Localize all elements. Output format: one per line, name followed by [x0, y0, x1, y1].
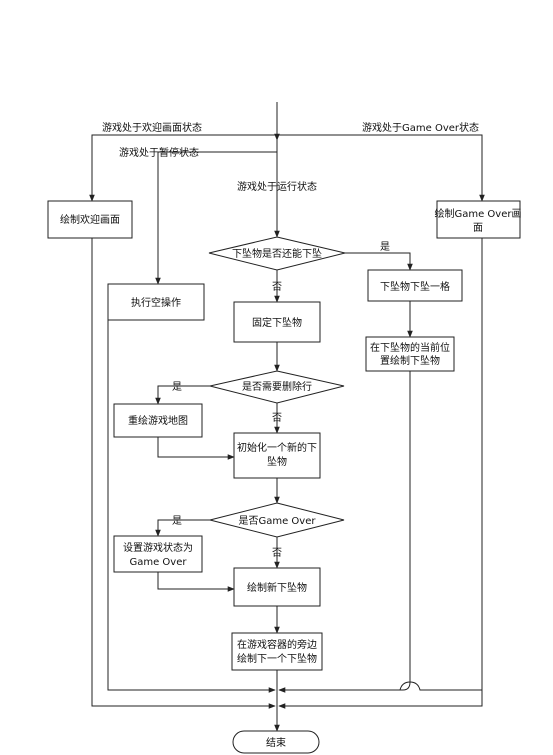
- draw-at-pos-text-1: 在下坠物的当前位: [370, 341, 450, 354]
- fix-faller-box: [233, 301, 321, 343]
- draw-next-box: [231, 632, 323, 671]
- gameover-branch: [277, 134, 485, 202]
- can-fall-decision: [208, 236, 346, 271]
- welcome-return: [91, 238, 276, 709]
- init-new-box: [233, 432, 321, 479]
- init-new-text-1: 初始化一个新的下: [237, 441, 317, 454]
- end-terminator: [232, 730, 320, 754]
- fall-one-text: 下坠物下坠一格: [380, 280, 450, 293]
- draw-gameover-text-2: 面: [473, 223, 483, 234]
- pause-branch: [155, 151, 277, 285]
- fix-faller-text: 固定下坠物: [252, 316, 302, 329]
- noop-return: [107, 301, 276, 693]
- end-text: 结束: [266, 736, 286, 749]
- label-delete-no: 否: [272, 412, 282, 424]
- draw-welcome-box: [47, 200, 133, 239]
- label-delete-yes: 是: [172, 381, 182, 393]
- welcome-branch: [89, 134, 277, 202]
- draw-welcome-text: 绘制欢迎画面: [60, 213, 120, 226]
- label-gameover-no: 否: [272, 547, 282, 559]
- noop-text: 执行空操作: [131, 296, 181, 309]
- need-delete-decision: [209, 370, 345, 404]
- label-can-fall-no: 否: [272, 281, 282, 293]
- label-can-fall-yes: 是: [380, 241, 390, 253]
- redraw-map-box: [113, 403, 203, 438]
- gameover-return-tail: [278, 690, 483, 709]
- setstate-to-drawnew: [157, 572, 235, 592]
- draw-gameover-text-1: 绘制Game Over画: [434, 207, 521, 220]
- redraw-to-init: [157, 437, 235, 460]
- label-state-pause: 游戏处于暂停状态: [119, 146, 199, 159]
- redraw-map-text: 重绘游戏地图: [128, 414, 188, 427]
- noop-box: [107, 283, 205, 321]
- gameover-return: [399, 238, 483, 691]
- label-gameover-yes: 是: [172, 515, 182, 527]
- can-fall-yes: [345, 252, 413, 271]
- is-gameover-decision: [209, 502, 345, 538]
- draw-at-pos-text-2: 置绘制下坠物: [380, 354, 440, 367]
- label-state-welcome: 游戏处于欢迎画面状态: [102, 121, 202, 134]
- set-state-box: [113, 535, 203, 573]
- connectors: [89, 102, 485, 732]
- draw-next-text-1: 在游戏容器的旁边: [237, 638, 317, 651]
- label-state-gameover: 游戏处于Game Over状态: [362, 121, 479, 134]
- can-fall-text: 下坠物是否还能下坠: [232, 247, 322, 260]
- draw-at-pos-box: [365, 336, 455, 372]
- delete-yes: [155, 385, 210, 405]
- draw-new-text: 绘制新下坠物: [247, 581, 307, 594]
- set-state-text-2: Game Over: [129, 557, 187, 568]
- label-state-running: 游戏处于运行状态: [237, 180, 317, 193]
- draw-new-box: [233, 567, 321, 607]
- need-delete-text: 是否需要删除行: [242, 380, 312, 393]
- draw-next-text-2: 绘制下一个下坠物: [237, 652, 317, 665]
- draw-gameover-box: [436, 200, 521, 239]
- gameover-yes: [155, 519, 210, 537]
- set-state-text-1: 设置游戏状态为: [123, 541, 193, 554]
- init-new-text-2: 坠物: [267, 455, 287, 468]
- is-gameover-text: 是否Game Over: [238, 515, 316, 527]
- fall-one-box: [367, 269, 463, 302]
